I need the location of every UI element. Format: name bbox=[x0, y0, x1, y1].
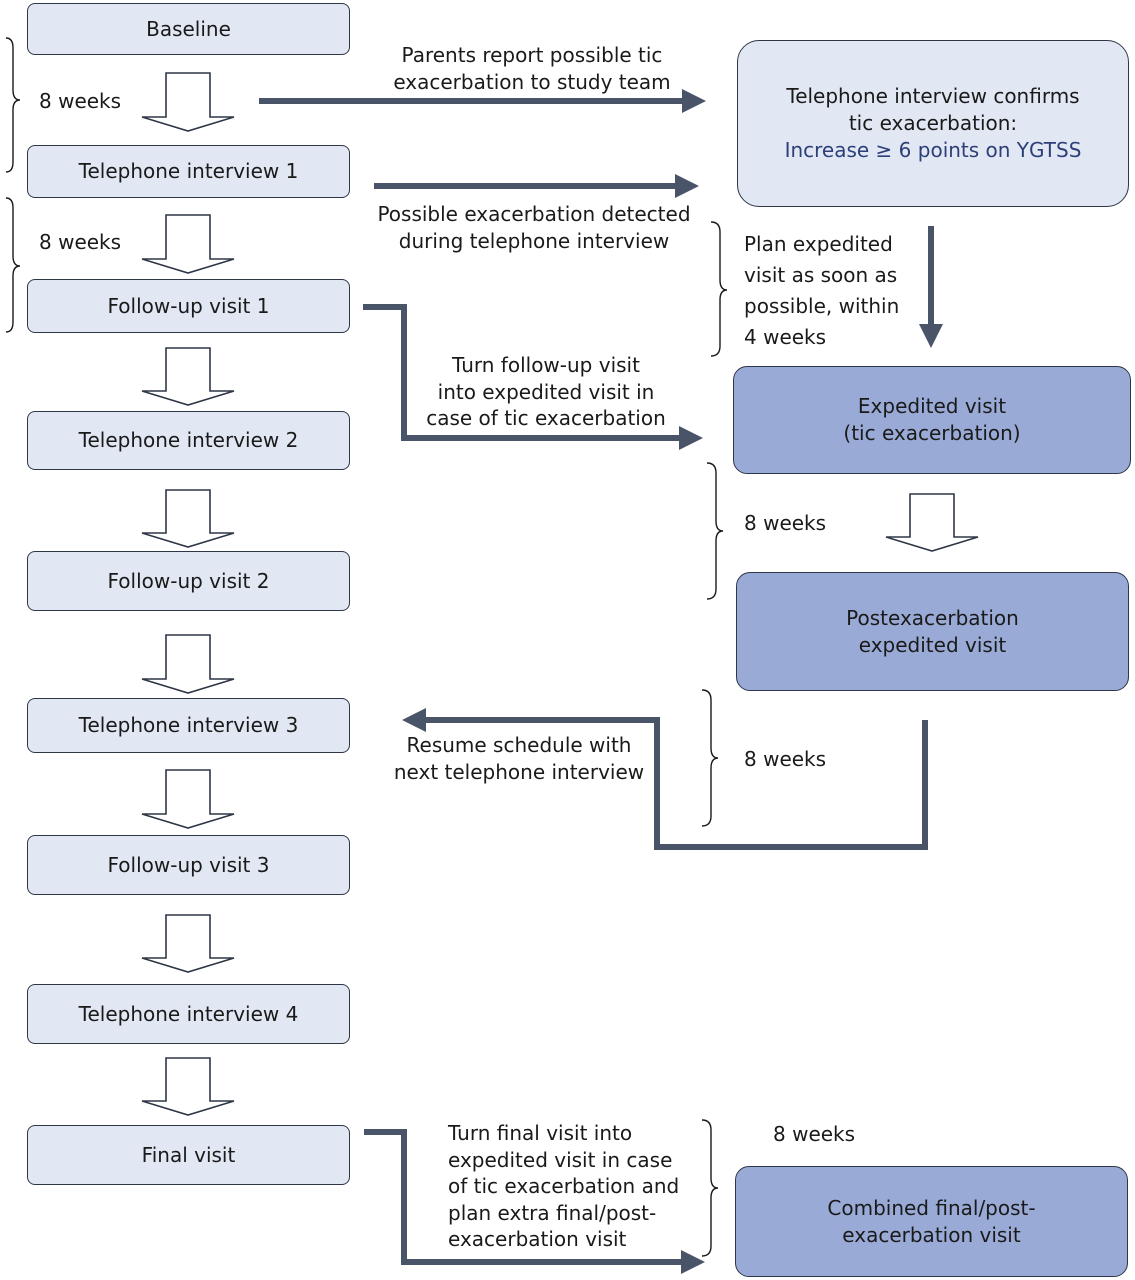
confirm-line-1: Telephone interview confirms bbox=[786, 84, 1080, 108]
plan-expedited-line-1: Plan expedited bbox=[744, 232, 893, 256]
postexacerbation-visit-box: Postexacerbation expedited visit bbox=[736, 572, 1129, 691]
turn-followup-line-3: case of tic exacerbation bbox=[426, 406, 666, 430]
follow-up-visit-2-label: Follow-up visit 2 bbox=[107, 568, 270, 593]
expedited-visit-line-1: Expedited visit bbox=[857, 394, 1007, 418]
interval-label-c: 8 weeks bbox=[744, 511, 827, 535]
telephone-confirm-box: Telephone interview confirms tic exacerb… bbox=[737, 40, 1129, 207]
possible-detected-line-1: Possible exacerbation detected bbox=[377, 202, 691, 226]
down-arrow-6 bbox=[141, 769, 235, 829]
interval-label-a: 8 weeks bbox=[39, 89, 122, 113]
expedited-visit-line-2: (tic exacerbation) bbox=[843, 421, 1021, 445]
ygtss-criterion: Increase ≥ 6 points on YGTSS bbox=[784, 138, 1082, 162]
turn-final-line-1: Turn final visit into bbox=[448, 1121, 633, 1145]
follow-up-visit-3-box: Follow-up visit 3 bbox=[27, 835, 350, 895]
down-arrow-right bbox=[885, 493, 979, 552]
postexacerbation-line-2: expedited visit bbox=[858, 632, 1007, 657]
telephone-interview-4-box: Telephone interview 4 bbox=[27, 984, 350, 1044]
turn-followup-note: Turn follow-up visit into expedited visi… bbox=[406, 352, 686, 432]
final-visit-label: Final visit bbox=[141, 1142, 236, 1167]
postexacerbation-line-1: Postexacerbation bbox=[846, 605, 1019, 630]
interval-label-d: 8 weeks bbox=[744, 747, 827, 771]
brace-a bbox=[5, 37, 21, 173]
turn-final-line-2: expedited visit in case bbox=[448, 1147, 673, 1172]
expedited-visit-box: Expedited visit (tic exacerbation) bbox=[733, 366, 1131, 474]
plan-expedited-line-2: visit as soon as bbox=[744, 263, 898, 287]
baseline-label: Baseline bbox=[146, 16, 231, 41]
parents-report-line-1: Parents report possible tic bbox=[401, 43, 663, 67]
down-arrow-4 bbox=[141, 489, 235, 548]
possible-detected-line-2: during telephone interview bbox=[398, 228, 670, 253]
brace-b bbox=[5, 197, 21, 333]
plan-expedited-note: Plan expedited visit as soon as possible… bbox=[744, 229, 899, 353]
brace-c bbox=[706, 462, 724, 600]
combined-line-2: exacerbation visit bbox=[842, 1222, 1021, 1247]
arrow-final-to-combined bbox=[364, 1129, 705, 1274]
final-visit-box: Final visit bbox=[27, 1125, 350, 1185]
down-arrow-2 bbox=[141, 214, 235, 274]
down-arrow-3 bbox=[141, 347, 235, 406]
turn-followup-line-2: into expedited visit in bbox=[437, 379, 655, 404]
interval-label-b: 8 weeks bbox=[39, 230, 122, 254]
plan-expedited-line-4: 4 weeks bbox=[744, 325, 827, 349]
turn-final-line-5: exacerbation visit bbox=[448, 1227, 627, 1251]
turn-final-line-4: plan extra final/post- bbox=[448, 1200, 657, 1225]
turn-followup-line-1: Turn follow-up visit bbox=[452, 353, 640, 377]
resume-schedule-note: Resume schedule with next telephone inte… bbox=[384, 732, 654, 785]
down-arrow-1 bbox=[141, 72, 235, 132]
telephone-interview-3-box: Telephone interview 3 bbox=[27, 698, 350, 753]
combined-final-visit-box: Combined final/post- exacerbation visit bbox=[735, 1166, 1128, 1277]
telephone-interview-1-box: Telephone interview 1 bbox=[27, 145, 350, 198]
down-arrow-7 bbox=[141, 914, 235, 973]
turn-final-line-3: of tic exacerbation and bbox=[448, 1174, 680, 1198]
follow-up-visit-3-label: Follow-up visit 3 bbox=[107, 852, 270, 877]
telephone-interview-4-label: Telephone interview 4 bbox=[78, 1001, 299, 1026]
brace-e bbox=[701, 1119, 719, 1257]
parents-report-line-2: exacerbation to study team bbox=[393, 69, 671, 94]
telephone-interview-2-label: Telephone interview 2 bbox=[78, 428, 299, 452]
interval-label-e: 8 weeks bbox=[773, 1122, 856, 1146]
arrow-resume-schedule bbox=[402, 708, 928, 850]
brace-d bbox=[701, 689, 719, 827]
confirm-line-2: tic exacerbation: bbox=[848, 111, 1018, 135]
brace-plan bbox=[710, 221, 728, 357]
baseline-box: Baseline bbox=[27, 3, 350, 55]
follow-up-visit-2-box: Follow-up visit 2 bbox=[27, 551, 350, 611]
possible-detected-note: Possible exacerbation detected during te… bbox=[364, 201, 704, 254]
follow-up-visit-1-label: Follow-up visit 1 bbox=[107, 293, 270, 318]
telephone-interview-2-box: Telephone interview 2 bbox=[27, 411, 350, 470]
resume-line-2: next telephone interview bbox=[393, 759, 645, 784]
plan-expedited-line-3: possible, within bbox=[744, 294, 900, 318]
telephone-interview-1-label: Telephone interview 1 bbox=[78, 159, 299, 183]
follow-up-visit-1-box: Follow-up visit 1 bbox=[27, 279, 350, 333]
turn-final-note: Turn final visit into expedited visit in… bbox=[448, 1120, 679, 1253]
resume-line-1: Resume schedule with bbox=[406, 733, 632, 757]
down-arrow-5 bbox=[141, 634, 235, 694]
telephone-interview-3-label: Telephone interview 3 bbox=[78, 713, 299, 737]
arrow-followup-to-expedited bbox=[363, 304, 703, 450]
combined-line-1: Combined final/post- bbox=[827, 1195, 1036, 1220]
parents-report-note: Parents report possible tic exacerbation… bbox=[362, 42, 702, 95]
down-arrow-8 bbox=[141, 1057, 235, 1116]
